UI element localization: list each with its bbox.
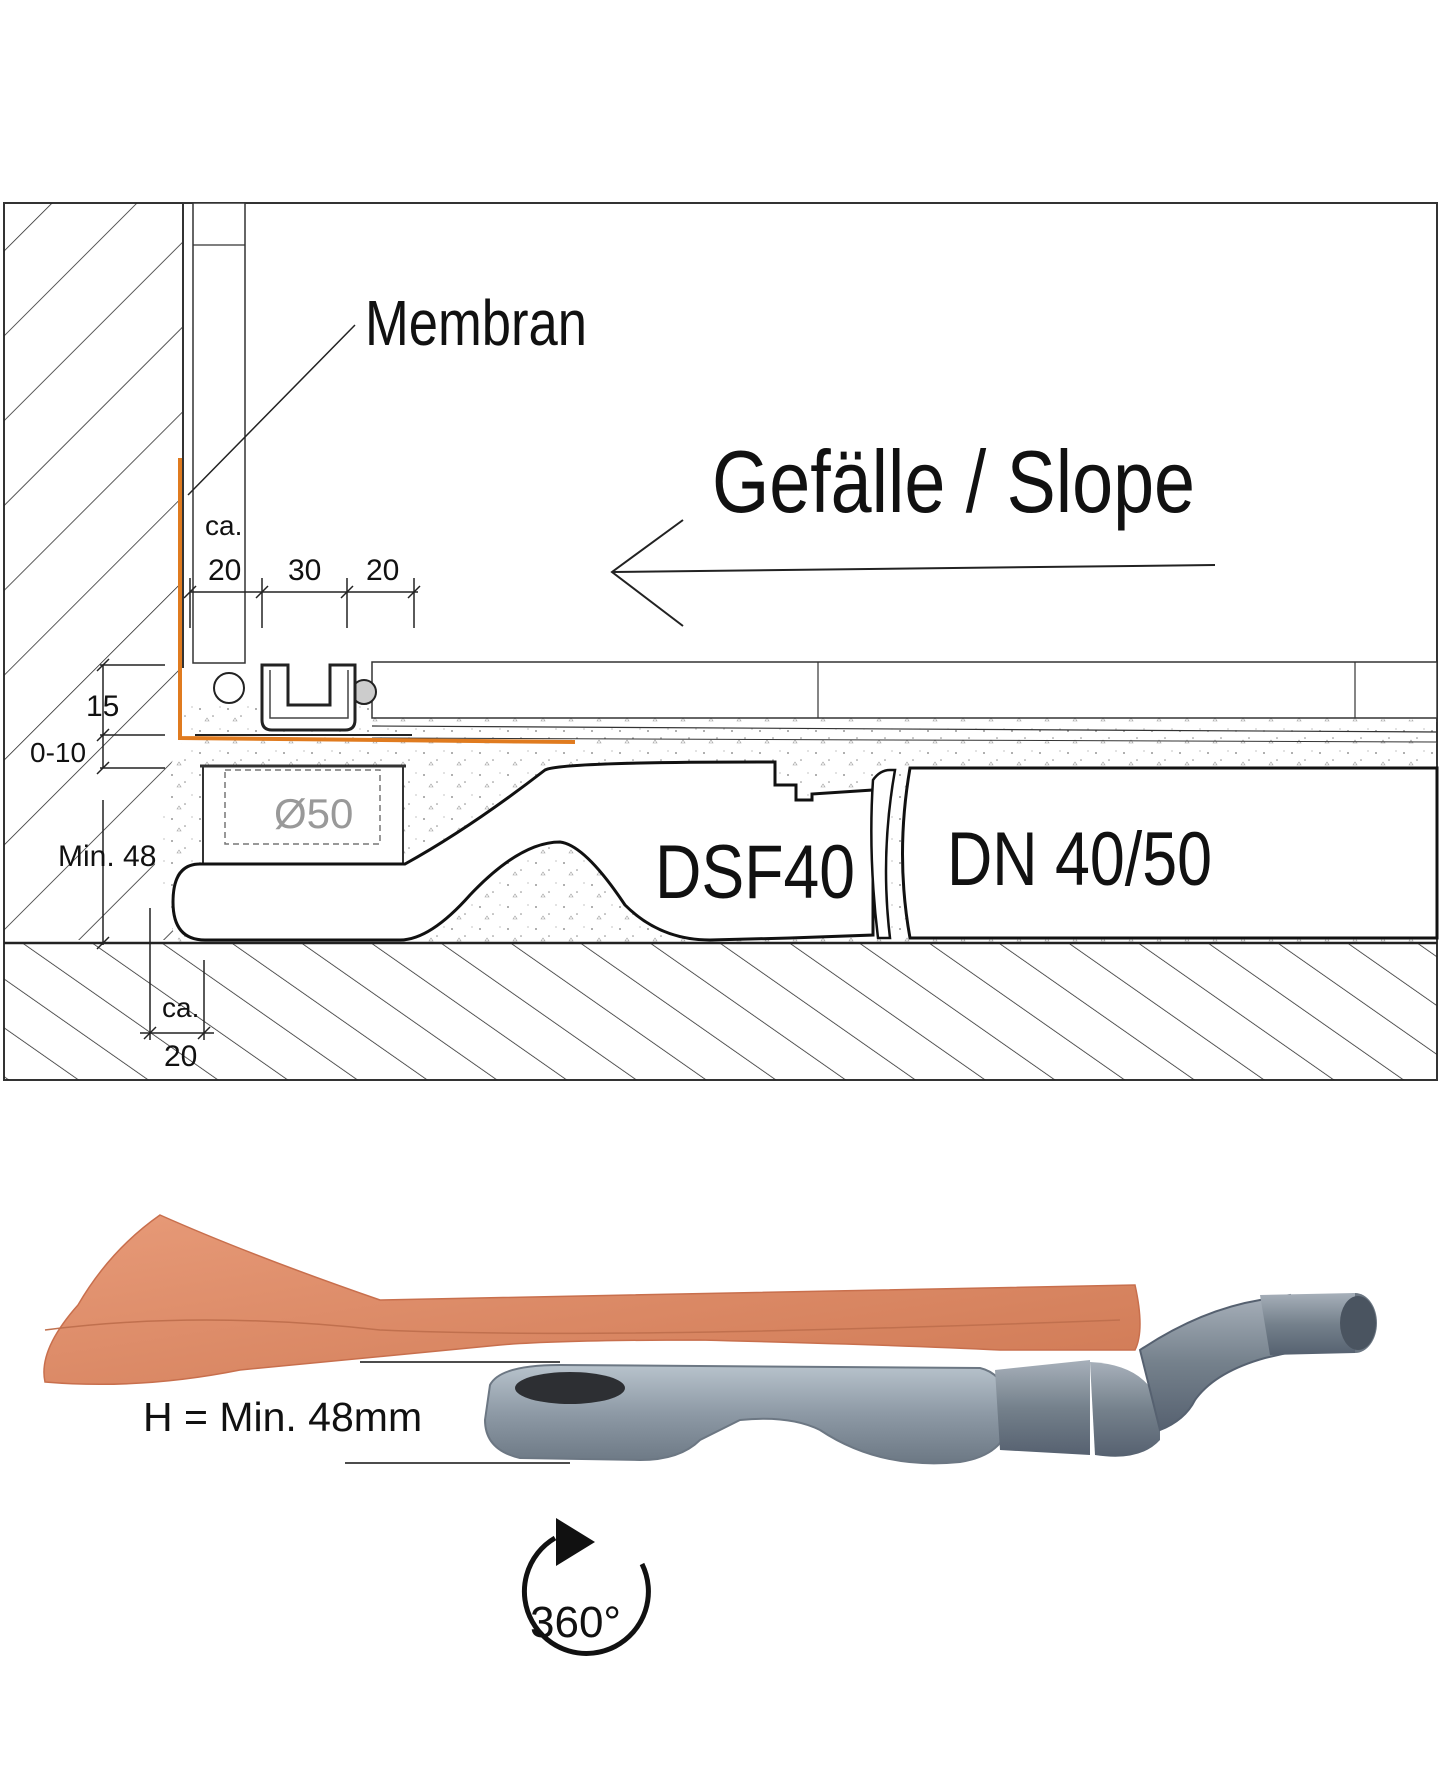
membrane-sheet xyxy=(43,1214,1141,1386)
outlet-diameter: Ø50 xyxy=(274,790,353,837)
wall-tile xyxy=(192,202,246,664)
dsf40-body xyxy=(171,760,875,942)
dim-20-right: 20 xyxy=(366,554,399,587)
floor-tile xyxy=(371,661,1438,719)
dn-pipe xyxy=(901,766,1439,940)
dim-ca-bottom: ca. xyxy=(162,992,199,1023)
dim-15: 15 xyxy=(86,690,119,723)
membrane-label: Membran xyxy=(365,287,587,359)
elbow-pipe xyxy=(1138,1293,1302,1432)
height-label: H = Min. 48mm xyxy=(143,1394,423,1440)
dim-min48: Min. 48 xyxy=(58,840,156,873)
cross-section-diagram: Membran Gefälle / Slope ca. 20 30 20 15 … xyxy=(3,202,1439,1081)
product-name: DSF40 xyxy=(655,830,855,915)
floor-slab xyxy=(4,943,1437,1080)
dim-20-left: 20 xyxy=(208,554,241,587)
slope-label: Gefälle / Slope xyxy=(712,432,1195,531)
dim-0-10: 0-10 xyxy=(30,737,86,768)
slope-arrow xyxy=(611,564,1216,573)
rotation-label: 360° xyxy=(530,1598,622,1647)
membrane xyxy=(178,458,576,744)
drain-channel xyxy=(260,663,357,732)
left-dimensions xyxy=(96,658,214,1040)
pipe-size: DN 40/50 xyxy=(947,817,1212,902)
outlet-box xyxy=(202,765,404,865)
top-dimensions xyxy=(183,578,421,628)
wall-section xyxy=(4,203,183,668)
rotation-360-icon xyxy=(521,1518,651,1656)
dim-20-bottom: 20 xyxy=(164,1040,197,1073)
product-photo xyxy=(43,1214,1377,1656)
dim-ca-top: ca. xyxy=(205,510,242,541)
dim-30: 30 xyxy=(288,554,321,587)
